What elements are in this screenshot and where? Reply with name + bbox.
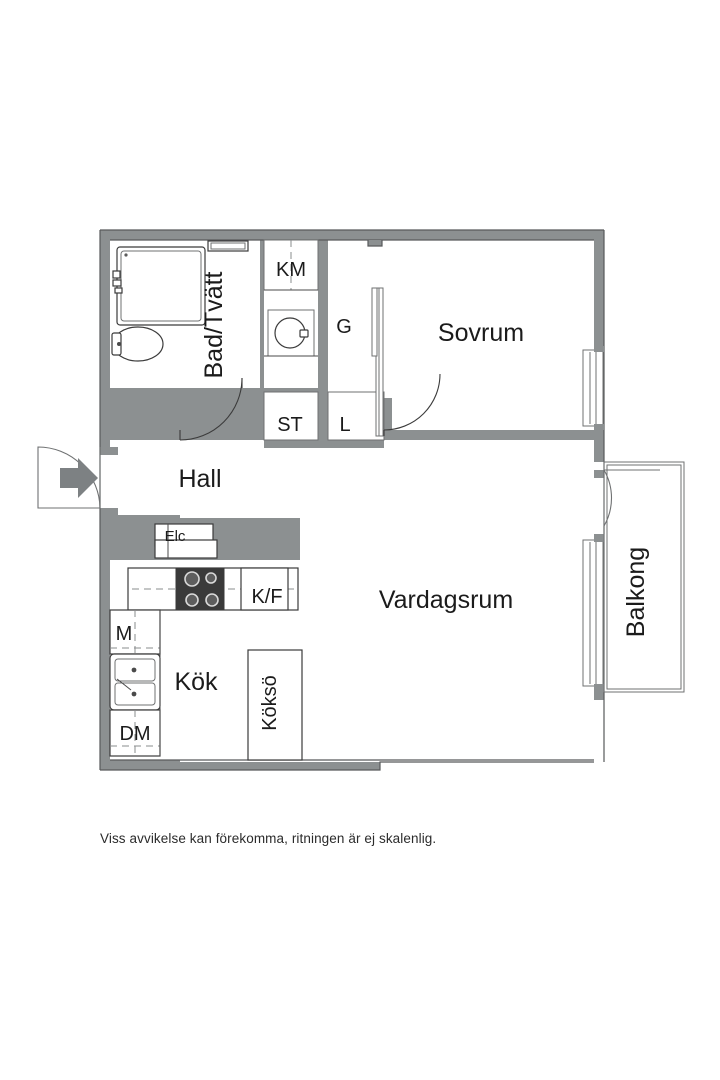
balcony-door-swing-arc bbox=[603, 469, 613, 527]
annotation-labels: KM G ST L Elc K/F M DM Köksö bbox=[116, 259, 352, 745]
sink-drain-bottom bbox=[131, 691, 137, 697]
shower-tray-inner bbox=[120, 250, 202, 322]
label-m: M bbox=[116, 623, 133, 645]
livingroom-window-sill-bottom bbox=[594, 684, 604, 692]
bedroom-vent-notch-outline bbox=[367, 240, 383, 247]
entrance-jamb-bottom bbox=[100, 508, 118, 518]
microwave-dash bbox=[110, 610, 160, 654]
label-l: L bbox=[339, 414, 350, 436]
sink-drain-top bbox=[131, 667, 137, 673]
g-l-closets bbox=[327, 287, 385, 441]
label-elc: Elc bbox=[165, 528, 186, 545]
interior-partitions bbox=[100, 240, 594, 770]
dishwasher-dash bbox=[110, 710, 160, 756]
hob-burner-1 bbox=[184, 571, 200, 587]
shower-mixer-2 bbox=[112, 279, 122, 287]
room-labels: Bad/Tvätt Sovrum Hall Vardagsrum Kök Bal… bbox=[174, 271, 650, 696]
bedroom-window-sill-top bbox=[594, 346, 604, 352]
kitchen-island bbox=[247, 649, 303, 761]
partition-closets-bottom bbox=[264, 440, 384, 448]
balcony bbox=[603, 461, 685, 693]
livingroom-east-window bbox=[582, 539, 604, 687]
label-dm: DM bbox=[119, 723, 150, 745]
windows bbox=[582, 346, 604, 692]
room-label-hall: Hall bbox=[178, 465, 221, 493]
bedroom-north-notch bbox=[367, 240, 383, 247]
partition-bedroom-bottom bbox=[384, 430, 594, 440]
wall-outline-south bbox=[100, 761, 594, 771]
bedroom-window-sill-bottom bbox=[594, 424, 604, 430]
wardrobe-sliding-door-c bbox=[371, 287, 378, 357]
bathroom-door-swing bbox=[179, 377, 243, 441]
washbasin-tap bbox=[299, 329, 309, 338]
shower-mixer-1 bbox=[112, 270, 121, 279]
km-column bbox=[263, 239, 319, 441]
room-interiors bbox=[110, 240, 594, 762]
l-closet-box bbox=[327, 391, 385, 441]
label-kf: K/F bbox=[251, 586, 282, 608]
bedroom-door-swing bbox=[383, 373, 441, 431]
disclaimer-caption: Viss avvikelse kan förekomma, ritningen … bbox=[100, 831, 437, 846]
livingroom-window-mullions bbox=[589, 542, 597, 684]
hob-burner-4 bbox=[205, 593, 219, 607]
partition-closet-vertical bbox=[318, 240, 328, 440]
sink-faucet bbox=[116, 678, 132, 691]
bathroom-wall-cabinet-inner bbox=[210, 242, 246, 250]
label-g: G bbox=[336, 316, 352, 338]
wall-west-kitchen bbox=[100, 515, 110, 770]
room-label-balkong: Balkong bbox=[622, 547, 650, 637]
shower-mixer-3 bbox=[114, 287, 123, 294]
partition-bath-bottom-left bbox=[110, 388, 180, 398]
hob-burner-2 bbox=[205, 572, 217, 584]
toilet-flush bbox=[117, 342, 121, 346]
livingroom-window-sill-top bbox=[594, 534, 604, 542]
label-st: ST bbox=[277, 414, 303, 436]
fridge-freezer bbox=[240, 567, 289, 611]
balcony-railing bbox=[606, 464, 682, 690]
st-closet-box bbox=[263, 391, 319, 441]
bedroom-east-window bbox=[582, 349, 604, 427]
shower-drain bbox=[124, 253, 128, 257]
balcony-outline bbox=[603, 461, 685, 693]
bedroom-window-mullions bbox=[589, 352, 597, 424]
label-km: KM bbox=[276, 259, 306, 281]
room-label-bad-tvatt: Bad/Tvätt bbox=[200, 271, 228, 378]
room-label-vardagsrum: Vardagsrum bbox=[379, 586, 513, 614]
hall-open-floor bbox=[110, 440, 594, 518]
room-label-kok: Kök bbox=[174, 668, 218, 696]
entrance-arrow bbox=[60, 458, 98, 498]
partition-bath-door-jamb bbox=[172, 388, 180, 440]
entrance-jamb-top bbox=[100, 447, 118, 455]
hob-burner-3 bbox=[185, 593, 199, 607]
kitchen-fixtures bbox=[109, 523, 303, 761]
room-label-sovrum: Sovrum bbox=[438, 319, 524, 347]
elc-panel-lower bbox=[154, 539, 218, 559]
bathroom-fixtures bbox=[111, 240, 249, 362]
wardrobe-sliding-door-b bbox=[378, 287, 384, 437]
bedroom-vent-notch bbox=[368, 240, 382, 246]
partition-l-closet-right bbox=[384, 398, 392, 440]
label-kokso: Köksö bbox=[259, 675, 281, 731]
